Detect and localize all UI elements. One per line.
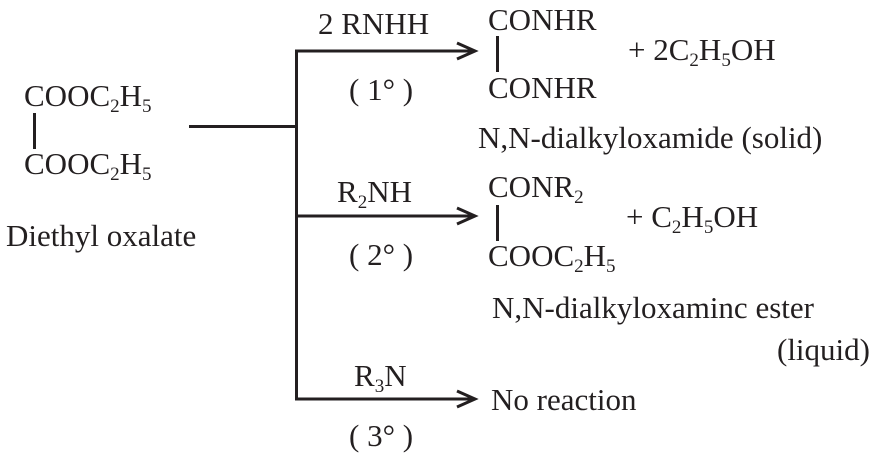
branch-3-reagent: R3N: [354, 358, 407, 397]
branch-1-product-name: N,N-dialkyloxamide (solid): [478, 120, 823, 155]
arrow-2: [295, 206, 479, 226]
branch-vertical-line: [295, 50, 298, 400]
branch-2-product-phase: (liquid): [777, 332, 870, 367]
branch-3-degree: ( 3° ): [349, 418, 414, 453]
branch-2-product-top: CONR2: [488, 169, 584, 208]
branch-2-product-name: N,N-dialkyloxaminc ester: [492, 290, 814, 325]
branch-2-degree: ( 2° ): [349, 237, 414, 272]
reactant-bond: [33, 113, 36, 149]
branch-2-product-bond: [496, 205, 499, 241]
branch-1-degree: ( 1° ): [349, 72, 414, 107]
branch-2-byproduct: + C2H5OH: [626, 199, 759, 238]
branch-2-reagent: R2NH: [337, 174, 412, 213]
branch-2-product-bottom: COOC2H5: [488, 238, 616, 277]
branch-1-byproduct: + 2C2H5OH: [628, 32, 776, 71]
branch-1-product-bond: [496, 36, 499, 72]
branch-1-reagent: 2 RNHH: [318, 6, 430, 41]
branch-1-product-top: CONHR: [488, 2, 597, 37]
reactant-name: Diethyl oxalate: [6, 218, 197, 253]
arrow-1: [295, 41, 479, 61]
reactant-top-group: COOC2H5: [24, 78, 152, 117]
arrow-3: [295, 389, 479, 409]
reactant-bottom-group: COOC2H5: [24, 146, 152, 185]
branch-1-product-bottom: CONHR: [488, 70, 597, 105]
branch-3-result: No reaction: [491, 382, 637, 417]
reactant-connector-line: [189, 125, 297, 128]
